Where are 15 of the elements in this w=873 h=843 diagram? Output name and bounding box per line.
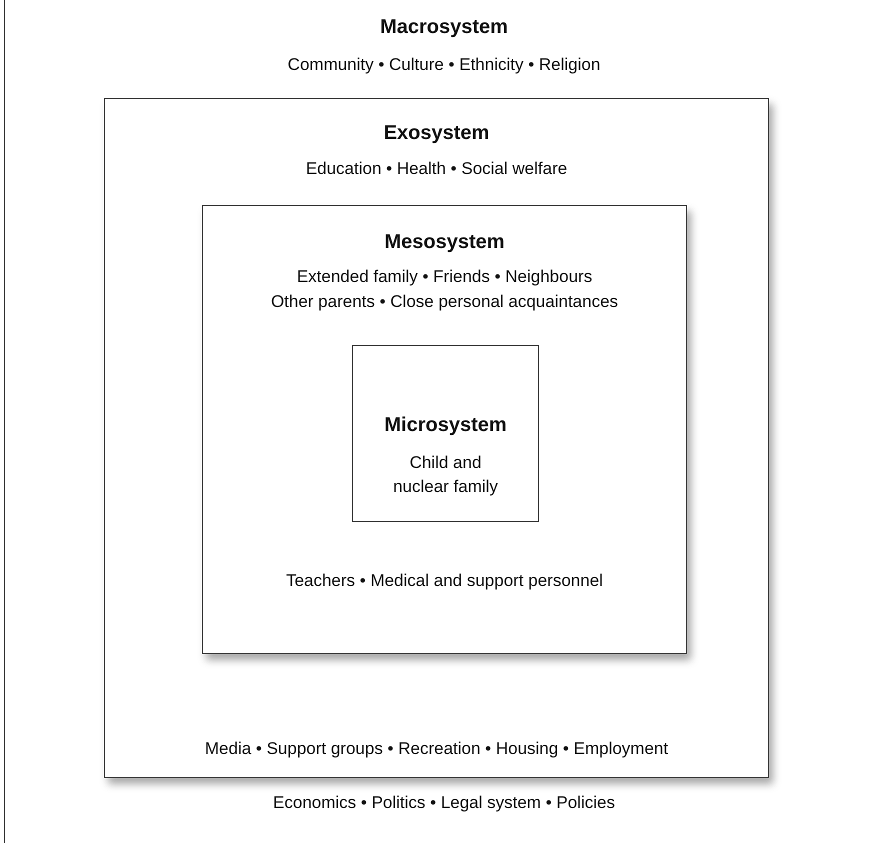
system-heading: Microsystem xyxy=(384,413,507,437)
system-members: Media • Support groups • Recreation • Housing • Employment xyxy=(204,738,668,760)
system-members: Child and nuclear family xyxy=(392,452,499,498)
system-heading: Macrosystem xyxy=(380,15,508,39)
system-box xyxy=(352,345,539,522)
system-heading: Exosystem xyxy=(384,121,490,145)
system-members: Education • Health • Social welfare xyxy=(306,158,568,180)
system-members: Economics • Politics • Legal system • Policies xyxy=(273,792,615,814)
system-heading: Mesosystem xyxy=(384,230,505,254)
system-members: Community • Culture • Ethnicity • Religion xyxy=(288,54,600,76)
system-members: Extended family • Friends • Neighbours xyxy=(296,266,592,288)
system-box xyxy=(202,205,687,654)
system-members: Other parents • Close personal acquaintances xyxy=(270,291,618,313)
system-members: Teachers • Medical and support personnel xyxy=(286,570,603,592)
system-box xyxy=(104,98,769,778)
